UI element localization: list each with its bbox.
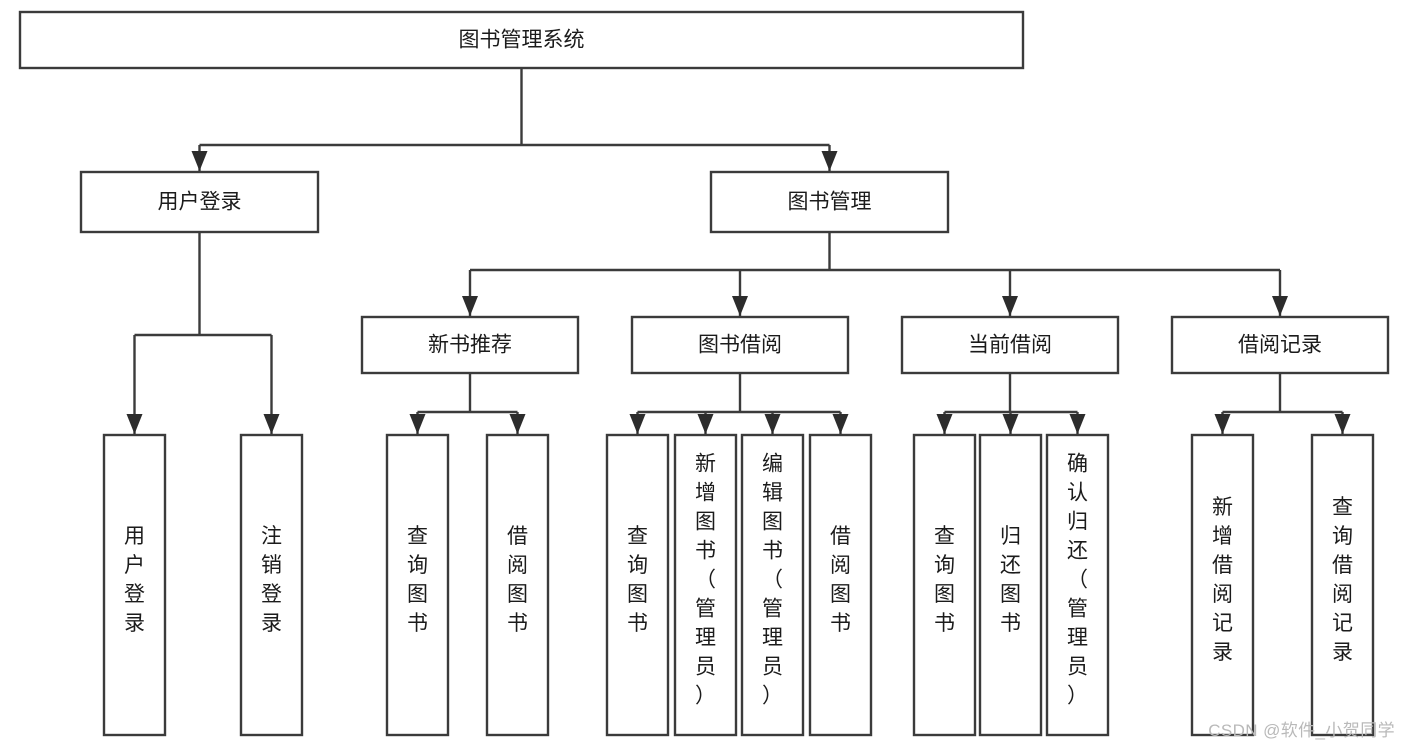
node-book-borrow[interactable]: 图书借阅 [630,315,850,375]
node-user-logout[interactable]: 注销登录 [239,433,304,737]
node-box-cb-return-book[interactable] [978,433,1043,737]
node-label-new-book-recommend: 新书推荐 [428,334,512,357]
node-label-book-borrow: 图书借阅 [698,334,782,357]
node-box-br-query-record[interactable] [1310,433,1375,737]
node-book-manage[interactable]: 图书管理 [709,170,950,234]
edges-layer [126,68,1351,434]
node-cb-return-book[interactable]: 归还图书 [978,433,1043,737]
node-user-login-do[interactable]: 用户登录 [102,433,167,737]
node-label-current-borrow: 当前借阅 [968,334,1052,357]
node-box-user-logout[interactable] [239,433,304,737]
node-box-user-login-do[interactable] [102,433,167,737]
node-cb-query-book[interactable]: 查询图书 [912,433,977,737]
node-new-book-recommend[interactable]: 新书推荐 [360,315,580,375]
node-label-nb-borrow-book: 借阅图书 [507,525,528,635]
node-label-br-add-record: 新增借阅记录 [1212,496,1233,664]
node-label-cb-confirm-return: 确认归还（管理员） [1067,453,1088,708]
arrow-head-icon [936,414,953,434]
arrow-head-icon [821,151,838,171]
node-box-root[interactable] [18,10,1025,70]
node-bb-add-book[interactable]: 新增图书（管理员） [673,433,738,737]
node-box-current-borrow[interactable] [900,315,1120,375]
node-current-borrow[interactable]: 当前借阅 [900,315,1120,375]
arrow-head-icon [629,414,646,434]
arrow-head-icon [1214,414,1231,434]
node-box-new-book-recommend[interactable] [360,315,580,375]
arrow-head-icon [732,296,748,316]
arrow-head-icon [1272,296,1288,316]
node-nb-query-book[interactable]: 查询图书 [385,433,450,737]
node-box-borrow-record[interactable] [1170,315,1390,375]
node-box-cb-confirm-return[interactable] [1045,433,1110,737]
node-br-query-record[interactable]: 查询借阅记录 [1310,433,1375,737]
arrow-head-icon [509,414,526,434]
node-label-cb-query-book: 查询图书 [934,525,955,635]
node-box-bb-add-book[interactable] [673,433,738,737]
arrow-head-icon [191,151,208,171]
node-label-book-manage: 图书管理 [788,191,872,214]
node-box-cb-query-book[interactable] [912,433,977,737]
node-user-login[interactable]: 用户登录 [79,170,320,234]
node-label-bb-edit-book: 编辑图书（管理员） [762,453,783,708]
arrow-head-icon [1002,414,1019,434]
node-cb-confirm-return[interactable]: 确认归还（管理员） [1045,433,1110,737]
node-label-bb-borrow-book: 借阅图书 [830,525,851,635]
node-box-book-manage[interactable] [709,170,950,234]
node-nb-borrow-book[interactable]: 借阅图书 [485,433,550,737]
arrow-head-icon [462,296,478,316]
arrow-head-icon [409,414,426,434]
arrow-head-icon [126,414,143,434]
node-label-bb-add-book: 新增图书（管理员） [695,453,716,708]
node-label-user-login-do: 用户登录 [124,525,145,635]
node-box-br-add-record[interactable] [1190,433,1255,737]
node-label-cb-return-book: 归还图书 [1000,525,1021,635]
nodes-layer: 图书管理系统用户登录图书管理新书推荐图书借阅当前借阅借阅记录用户登录注销登录查询… [18,10,1390,737]
node-box-nb-query-book[interactable] [385,433,450,737]
node-label-br-query-record: 查询借阅记录 [1332,496,1353,664]
node-bb-query-book[interactable]: 查询图书 [605,433,670,737]
node-br-add-record[interactable]: 新增借阅记录 [1190,433,1255,737]
arrow-head-icon [697,414,714,434]
arrow-head-icon [1069,414,1086,434]
node-box-user-login[interactable] [79,170,320,234]
arrow-head-icon [1334,414,1351,434]
node-label-user-login: 用户登录 [158,191,242,214]
node-label-bb-query-book: 查询图书 [627,525,648,635]
node-label-borrow-record: 借阅记录 [1238,334,1322,357]
node-box-book-borrow[interactable] [630,315,850,375]
node-box-bb-borrow-book[interactable] [808,433,873,737]
node-box-bb-edit-book[interactable] [740,433,805,737]
node-label-nb-query-book: 查询图书 [407,525,428,635]
node-box-bb-query-book[interactable] [605,433,670,737]
arrow-head-icon [764,414,781,434]
node-root[interactable]: 图书管理系统 [18,10,1025,70]
node-bb-borrow-book[interactable]: 借阅图书 [808,433,873,737]
watermark-label: CSDN @软件_小贺同学 [1208,721,1395,740]
arrow-head-icon [832,414,849,434]
node-borrow-record[interactable]: 借阅记录 [1170,315,1390,375]
arrow-head-icon [1002,296,1018,316]
node-bb-edit-book[interactable]: 编辑图书（管理员） [740,433,805,737]
node-label-user-logout: 注销登录 [261,525,282,635]
node-box-nb-borrow-book[interactable] [485,433,550,737]
node-label-root: 图书管理系统 [459,29,585,52]
arrow-head-icon [263,414,280,434]
